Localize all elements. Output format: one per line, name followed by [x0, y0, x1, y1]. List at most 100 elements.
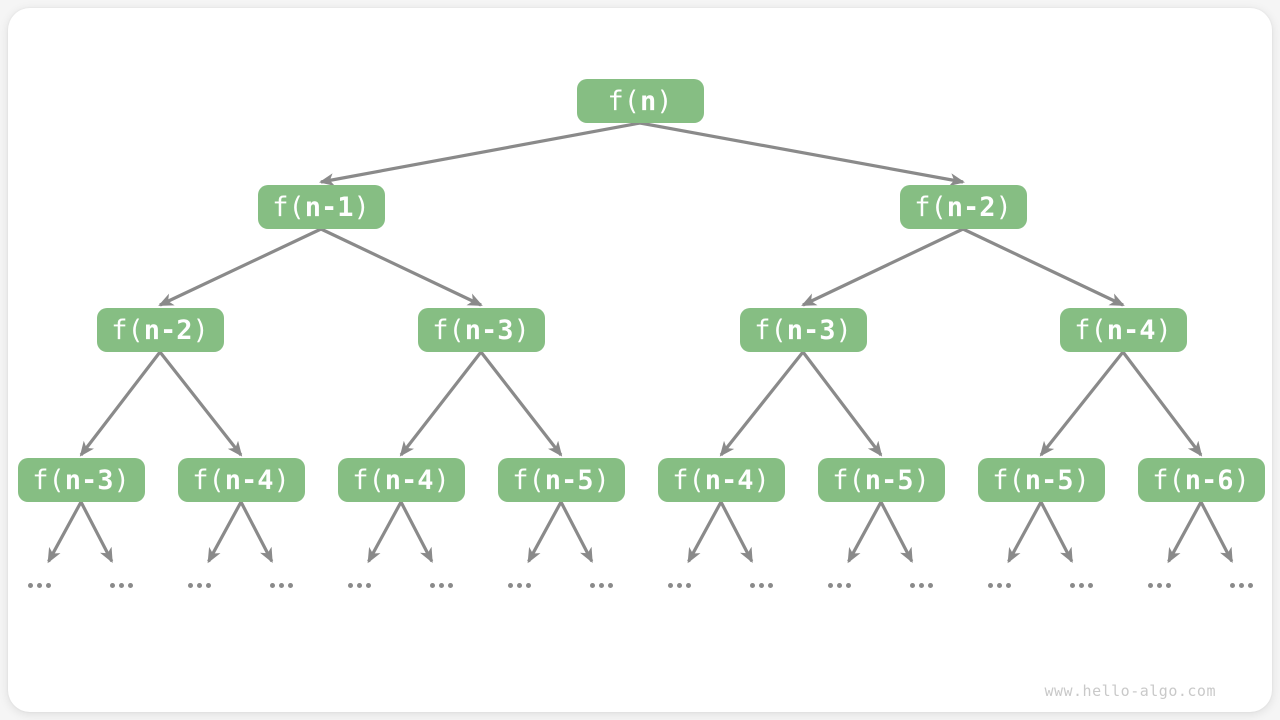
node-label-part: n-2 — [143, 314, 193, 346]
node-label-part: n-3 — [464, 314, 514, 346]
ellipsis-dot — [37, 583, 42, 588]
node-label-part: f( — [754, 314, 787, 346]
node-label-part: ) — [513, 314, 530, 346]
node-label-part: f( — [111, 314, 144, 346]
ellipsis-dot — [526, 583, 531, 588]
ellipsis-dot — [128, 583, 133, 588]
ellipsis-dot — [668, 583, 673, 588]
tree-node-n5: f(n-3) — [739, 308, 867, 352]
ellipsis-dot — [279, 583, 284, 588]
node-label-part: n-4 — [384, 464, 434, 496]
node-label-part: ) — [753, 464, 770, 496]
ellipsis-dot — [1148, 583, 1153, 588]
node-label-part: f( — [992, 464, 1025, 496]
node-label-part: ) — [273, 464, 290, 496]
ellipsis-dot — [599, 583, 604, 588]
node-label-part: ) — [433, 464, 450, 496]
node-label-part: ) — [353, 191, 370, 223]
node-label-part: n-5 — [544, 464, 594, 496]
ellipsis — [828, 583, 851, 588]
ellipsis-dot — [1248, 583, 1253, 588]
ellipsis-dot — [1239, 583, 1244, 588]
tree-node-n9: f(n-4) — [337, 458, 465, 502]
ellipsis — [508, 583, 531, 588]
tree-node-n13: f(n-5) — [977, 458, 1105, 502]
ellipsis-dot — [348, 583, 353, 588]
tree-node-n6: f(n-4) — [1059, 308, 1187, 352]
ellipsis — [348, 583, 371, 588]
ellipsis-dot — [188, 583, 193, 588]
ellipsis-dot — [28, 583, 33, 588]
ellipsis-dot — [508, 583, 513, 588]
ellipsis-dot — [768, 583, 773, 588]
tree-node-n11: f(n-4) — [657, 458, 785, 502]
ellipsis — [28, 583, 51, 588]
tree-node-n8: f(n-4) — [177, 458, 305, 502]
ellipsis-dot — [448, 583, 453, 588]
ellipsis-dot — [439, 583, 444, 588]
ellipsis-dot — [677, 583, 682, 588]
node-label-part: n — [639, 85, 657, 117]
node-label-part: ) — [1155, 314, 1172, 346]
node-label-part: n-4 — [704, 464, 754, 496]
ellipsis — [750, 583, 773, 588]
ellipsis — [430, 583, 453, 588]
ellipsis-dot — [517, 583, 522, 588]
tree-node-n7: f(n-3) — [17, 458, 145, 502]
ellipsis — [270, 583, 293, 588]
ellipsis-dot — [119, 583, 124, 588]
ellipsis-dot — [366, 583, 371, 588]
ellipsis-dot — [997, 583, 1002, 588]
tree-node-n1: f(n-1) — [257, 185, 385, 229]
node-label-part: ) — [913, 464, 930, 496]
node-label-part: n-6 — [1184, 464, 1234, 496]
node-label-part: n-2 — [946, 191, 996, 223]
ellipsis-dot — [919, 583, 924, 588]
node-label-part: f( — [672, 464, 705, 496]
ellipsis — [110, 583, 133, 588]
node-label-part: ) — [192, 314, 209, 346]
ellipsis — [1148, 583, 1171, 588]
ellipsis-dot — [206, 583, 211, 588]
ellipsis-dot — [1088, 583, 1093, 588]
ellipsis-dot — [750, 583, 755, 588]
ellipsis-dot — [590, 583, 595, 588]
node-label-part: f( — [1074, 314, 1107, 346]
ellipsis-dot — [846, 583, 851, 588]
tree-node-n10: f(n-5) — [497, 458, 625, 502]
ellipsis-dot — [686, 583, 691, 588]
ellipsis-dot — [1166, 583, 1171, 588]
node-label-part: ) — [835, 314, 852, 346]
tree-node-n12: f(n-5) — [817, 458, 945, 502]
tree-node-n14: f(n-6) — [1137, 458, 1265, 502]
node-label-part: f( — [32, 464, 65, 496]
node-label-part: n-4 — [1106, 314, 1156, 346]
ellipsis-dot — [759, 583, 764, 588]
ellipsis — [1230, 583, 1253, 588]
watermark: www.hello-algo.com — [1044, 682, 1216, 700]
node-label-part: f( — [432, 314, 465, 346]
node-label-part: n-5 — [864, 464, 914, 496]
node-label-part: f( — [914, 191, 947, 223]
node-label-part: f( — [832, 464, 865, 496]
node-label-part: f( — [192, 464, 225, 496]
ellipsis — [668, 583, 691, 588]
node-label-part: ) — [113, 464, 130, 496]
ellipsis-dot — [430, 583, 435, 588]
ellipsis-dot — [837, 583, 842, 588]
node-label-part: n-4 — [224, 464, 274, 496]
ellipsis-dot — [197, 583, 202, 588]
node-label-part: n-1 — [304, 191, 354, 223]
ellipsis-dot — [357, 583, 362, 588]
tree-node-n3: f(n-2) — [96, 308, 224, 352]
node-label-part: f( — [352, 464, 385, 496]
ellipsis-dot — [910, 583, 915, 588]
node-label-part: f( — [1152, 464, 1185, 496]
node-label-part: ) — [593, 464, 610, 496]
ellipsis-dot — [46, 583, 51, 588]
ellipsis-dot — [988, 583, 993, 588]
ellipsis-dot — [1079, 583, 1084, 588]
ellipsis-dot — [110, 583, 115, 588]
tree-node-n0: f(n) — [576, 79, 704, 123]
